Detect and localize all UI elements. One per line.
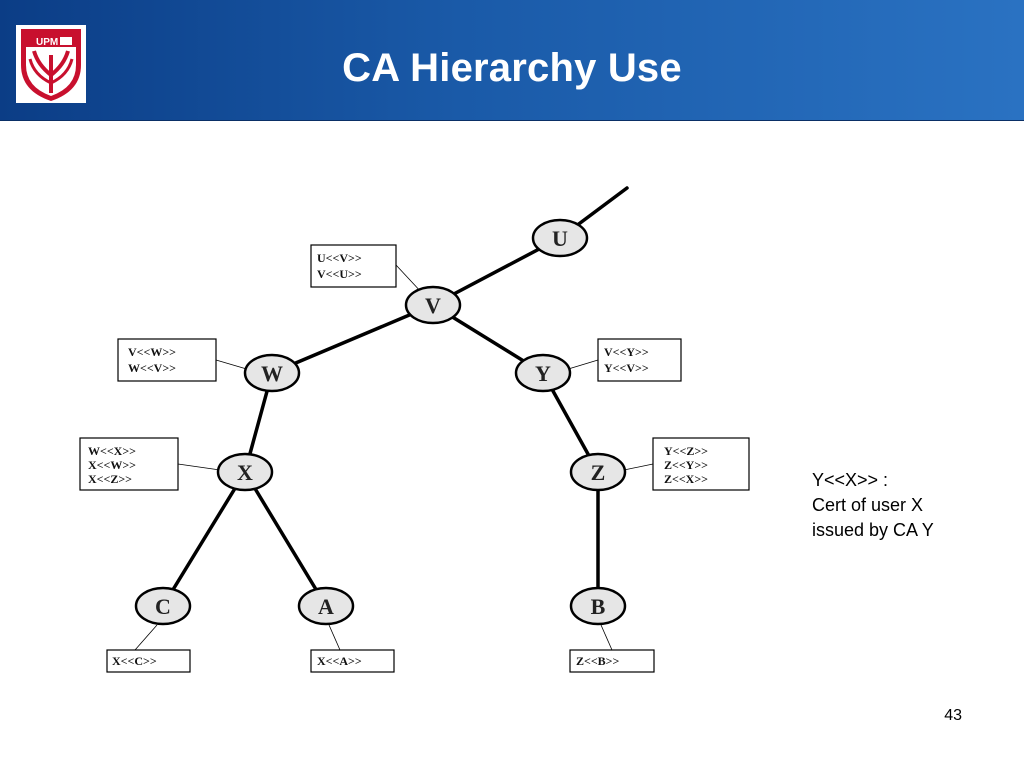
svg-text:U<<V>>: U<<V>>: [317, 251, 362, 265]
svg-text:Z: Z: [591, 460, 606, 485]
svg-text:Y: Y: [535, 361, 551, 386]
note-line-1: Y<<X>> :: [812, 470, 889, 490]
ca-node-z: Z: [569, 452, 627, 492]
svg-text:X: X: [237, 460, 253, 485]
cert-box-uv: U<<V>> V<<U>>: [310, 244, 397, 288]
user-node-b: B: [569, 586, 627, 626]
edge-x-c: [161, 470, 247, 608]
svg-text:X<<Z>>: X<<Z>>: [88, 472, 132, 486]
svg-text:V<<W>>: V<<W>>: [128, 345, 176, 359]
ca-node-x: X: [216, 452, 274, 492]
slide-title: CA Hierarchy Use: [342, 46, 682, 90]
svg-text:Z<<X>>: Z<<X>>: [664, 472, 708, 486]
connector-xa: [328, 624, 341, 651]
cert-box-yz: Y<<Z>> Z<<Y>> Z<<X>>: [652, 437, 750, 491]
svg-text:X<<W>>: X<<W>>: [88, 458, 136, 472]
connector-xc: [134, 624, 158, 651]
cert-box-vw: V<<W>> W<<V>>: [117, 338, 217, 382]
ca-node-v: V: [404, 285, 462, 325]
svg-text:W: W: [261, 361, 283, 386]
user-node-c: C: [134, 586, 192, 626]
user-node-a: A: [297, 586, 355, 626]
svg-text:X<<A>>: X<<A>>: [317, 654, 362, 668]
ca-node-y: Y: [514, 353, 572, 393]
slide-header: UPM CA Hierarchy Use: [0, 0, 1024, 121]
svg-text:C: C: [155, 594, 171, 619]
svg-text:Y<<Z>>: Y<<Z>>: [664, 444, 708, 458]
svg-text:A: A: [318, 594, 334, 619]
svg-text:U: U: [552, 226, 568, 251]
svg-text:W<<X>>: W<<X>>: [88, 444, 136, 458]
cert-box-xa: X<<A>>: [310, 649, 395, 673]
svg-text:Z<<Y>>: Z<<Y>>: [664, 458, 708, 472]
cert-box-xc: X<<C>>: [106, 649, 191, 673]
svg-text:V<<Y>>: V<<Y>>: [604, 345, 649, 359]
cert-box-vy: V<<Y>> Y<<V>>: [597, 338, 682, 382]
legend-note: Y<<X>> : Cert of user X issued by CA Y: [812, 468, 1012, 543]
connector-vw: [215, 359, 251, 371]
page-number: 43: [944, 707, 962, 724]
edge-x-a: [243, 470, 328, 608]
upm-logo: UPM: [16, 25, 86, 103]
connector-vy: [564, 359, 599, 371]
svg-text:B: B: [591, 594, 606, 619]
svg-text:V: V: [425, 293, 441, 318]
note-line-2: Cert of user X: [812, 495, 924, 515]
connector-yz: [623, 463, 654, 471]
svg-text:Z<<B>>: Z<<B>>: [576, 654, 620, 668]
cert-box-zb: Z<<B>>: [569, 649, 655, 673]
edge-v-w: [270, 303, 435, 375]
connector-wx: [177, 463, 221, 471]
note-line-3: issued by CA Y: [812, 520, 934, 540]
upm-logo-icon: UPM: [21, 29, 81, 101]
svg-text:W<<V>>: W<<V>>: [128, 361, 176, 375]
logo-text: UPM: [36, 37, 58, 48]
svg-text:V<<U>>: V<<U>>: [317, 267, 362, 281]
svg-text:X<<C>>: X<<C>>: [112, 654, 157, 668]
ca-node-u: U: [531, 218, 589, 258]
cert-box-wx: W<<X>> X<<W>> X<<Z>>: [79, 437, 179, 491]
ca-node-w: W: [243, 353, 301, 393]
svg-text:Y<<V>>: Y<<V>>: [604, 361, 649, 375]
connector-zb: [600, 624, 613, 651]
